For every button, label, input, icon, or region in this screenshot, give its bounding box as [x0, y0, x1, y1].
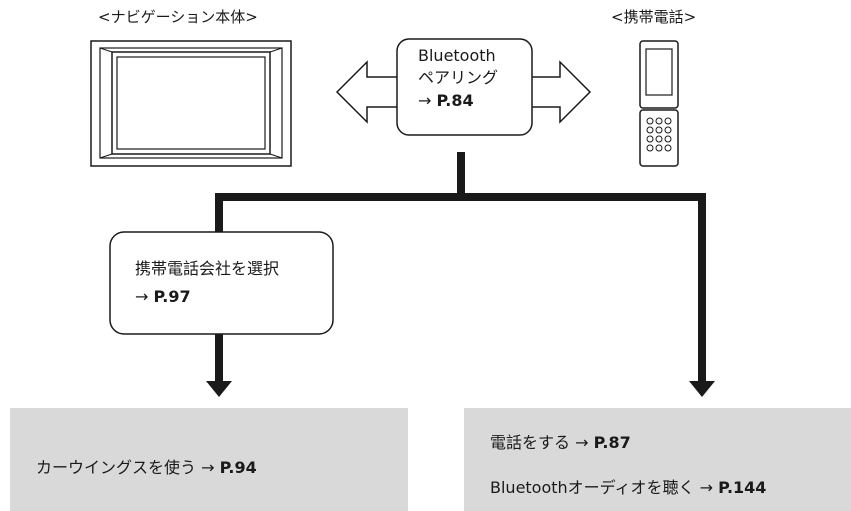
arrow-right-icon: →: [699, 478, 714, 497]
pairing-box: [396, 38, 533, 136]
carrier-ref: P.97: [153, 287, 191, 306]
carrier-box: [109, 231, 334, 335]
carrier-title: 携帯電話会社を選択: [135, 259, 280, 278]
right-result-ref-2: P.144: [718, 478, 767, 497]
right-result-line2: Bluetoothオーディオを聴く → P.144: [490, 477, 766, 499]
right-result-line1: 電話をする → P.87: [490, 432, 631, 454]
navigation-unit-label: <ナビゲーション本体>: [98, 8, 258, 26]
pairing-ref: P.84: [436, 91, 474, 110]
right-result-label-2: Bluetoothオーディオを聴く: [490, 478, 695, 497]
left-result-box: [10, 408, 408, 511]
arrow-right-icon: →: [418, 91, 432, 110]
carrier-page-ref: → P.97: [135, 286, 191, 308]
arrow-right-icon: →: [135, 287, 149, 306]
pairing-subtitle: ペアリング: [418, 68, 499, 87]
right-result-ref-1: P.87: [593, 433, 631, 452]
arrow-right-icon: →: [201, 458, 215, 477]
pairing-page-ref: → P.84: [418, 90, 474, 112]
pairing-title: Bluetooth: [418, 46, 496, 65]
left-result-label: カーウイングスを使う: [36, 458, 197, 477]
right-result-box: [464, 408, 851, 511]
right-result-label-1: 電話をする: [490, 433, 571, 452]
navigation-unit-icon: [90, 40, 292, 167]
mobile-phone-label: <携帯電話>: [611, 8, 697, 26]
left-result-ref: P.94: [219, 458, 257, 477]
left-result-text: カーウイングスを使う → P.94: [36, 457, 257, 479]
mobile-phone-icon: [639, 40, 679, 167]
flow-connectors: [206, 152, 715, 397]
arrow-right-icon: →: [575, 433, 589, 452]
